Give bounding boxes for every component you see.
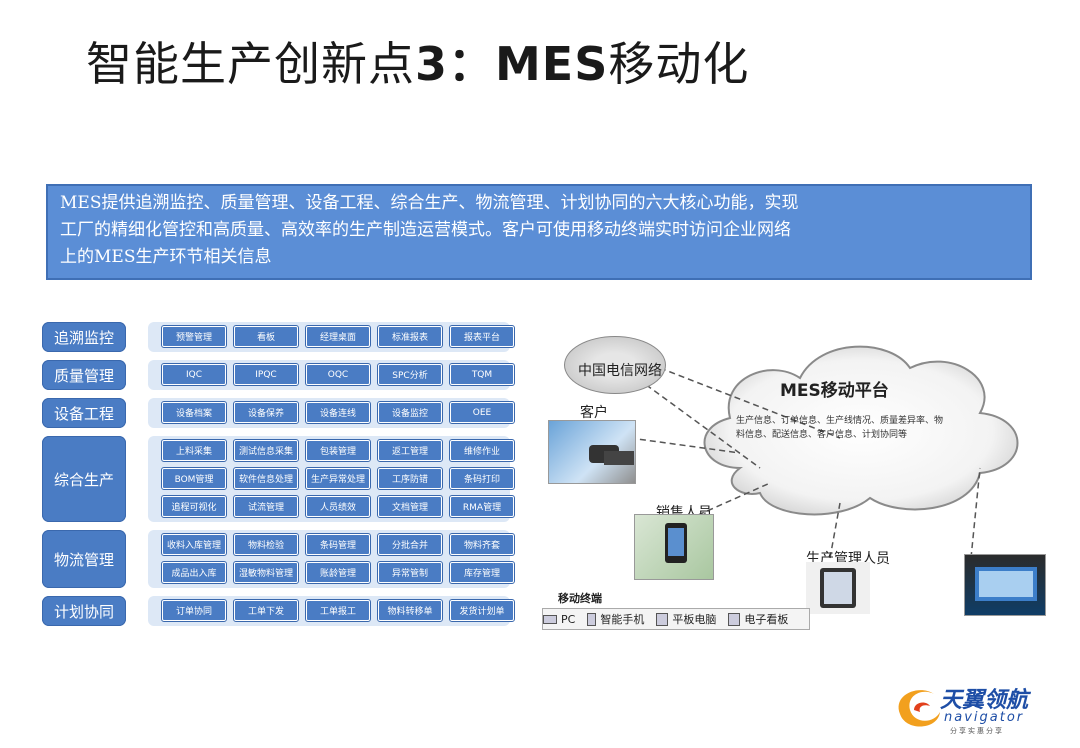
platform-title: MES移动平台	[780, 376, 889, 401]
logo-tag: 分享实惠分享	[950, 726, 1004, 736]
category-production: 综合生产	[42, 436, 126, 522]
module-item: 分批合并	[378, 534, 442, 555]
module-item: 异常管制	[378, 562, 442, 583]
category-planning: 计划协同	[42, 596, 126, 626]
module-item: 文档管理	[378, 496, 442, 517]
module-item: 测试信息采集	[234, 440, 298, 461]
module-item: 包装管理	[306, 440, 370, 461]
module-item: 维修作业	[450, 440, 514, 461]
phone-icon	[587, 613, 596, 626]
sales-photo	[634, 514, 714, 580]
module-item: 报表平台	[450, 326, 514, 347]
module-item: IQC	[162, 364, 226, 385]
description-line-1: MES提供追溯监控、质量管理、设备工程、综合生产、物流管理、计划协同的六大核心功…	[60, 190, 1018, 217]
module-item: 试流管理	[234, 496, 298, 517]
device-tablet: 平板电脑	[656, 611, 716, 627]
description-line-2: 工厂的精细化管控和高质量、高效率的生产制造运营模式。客户可使用移动终端实时访问企…	[60, 217, 1018, 244]
production-photo	[806, 562, 870, 614]
logo-sub: navigator	[944, 710, 1024, 725]
dashboard-photo	[964, 554, 1046, 616]
module-item: 预警管理	[162, 326, 226, 347]
module-item: 看板	[234, 326, 298, 347]
module-item: 人员绩效	[306, 496, 370, 517]
customer-photo	[548, 420, 636, 484]
page-title: 智能生产创新点3：MES移动化	[86, 28, 749, 94]
module-item: 工序防错	[378, 468, 442, 489]
customer-label: 客户	[580, 402, 608, 422]
mobile-diagram: 中国电信网络 MES移动平台 生产信息、订单信息、生产线情况、质量差异率、物料信…	[540, 318, 1070, 648]
module-item: TQM	[450, 364, 514, 385]
category-equipment: 设备工程	[42, 398, 126, 428]
module-item: 成品出入库	[162, 562, 226, 583]
category-logistics: 物流管理	[42, 530, 126, 588]
device-phone: 智能手机	[587, 611, 644, 627]
module-item: 订单协同	[162, 600, 226, 621]
description-box: MES提供追溯监控、质量管理、设备工程、综合生产、物流管理、计划协同的六大核心功…	[46, 184, 1032, 280]
module-item: 设备监控	[378, 402, 442, 423]
module-item: BOM管理	[162, 468, 226, 489]
module-item: 生产异常处理	[306, 468, 370, 489]
board-icon	[728, 613, 740, 626]
module-item: 上料采集	[162, 440, 226, 461]
module-item: OEE	[450, 402, 514, 423]
module-item: 设备连线	[306, 402, 370, 423]
module-item: 工单下发	[234, 600, 298, 621]
pc-icon	[543, 615, 557, 624]
module-item: 经理桌面	[306, 326, 370, 347]
module-item: 工单报工	[306, 600, 370, 621]
module-panel-trace: 预警管理看板经理桌面标准报表报表平台	[148, 322, 510, 352]
module-item: 标准报表	[378, 326, 442, 347]
module-item: 设备保养	[234, 402, 298, 423]
module-item: 库存管理	[450, 562, 514, 583]
module-item: 湿敏物料管理	[234, 562, 298, 583]
module-item: SPC分析	[378, 364, 442, 385]
module-item: 追程可视化	[162, 496, 226, 517]
device-bar: PC 智能手机 平板电脑 电子看板	[542, 608, 810, 630]
module-panel-logistics: 收料入库管理物料检验条码管理分批合并物料齐套成品出入库湿敏物料管理账龄管理异常管…	[148, 530, 510, 588]
module-item: 物料齐套	[450, 534, 514, 555]
module-item: 收料入库管理	[162, 534, 226, 555]
module-item: 发货计划单	[450, 600, 514, 621]
description-line-3: 上的MES生产环节相关信息	[60, 244, 1018, 271]
tablet-icon	[656, 613, 668, 626]
logo-swirl-icon	[890, 680, 946, 736]
platform-text: 生产信息、订单信息、生产线情况、质量差异率、物料信息、配送信息、客户信息、计划协…	[736, 414, 946, 442]
mobile-terminal-label: 移动终端	[556, 590, 604, 606]
module-item: 账龄管理	[306, 562, 370, 583]
company-logo: 天翼领航 navigator 分享实惠分享	[890, 680, 1060, 736]
module-item: 条码打印	[450, 468, 514, 489]
module-item: 软件信息处理	[234, 468, 298, 489]
module-item: IPQC	[234, 364, 298, 385]
module-item: 返工管理	[378, 440, 442, 461]
device-board: 电子看板	[728, 611, 788, 627]
module-panel-planning: 订单协同工单下发工单报工物料转移单发货计划单	[148, 596, 510, 626]
device-pc: PC	[543, 613, 575, 626]
module-item: 条码管理	[306, 534, 370, 555]
module-item: RMA管理	[450, 496, 514, 517]
module-item: 物料检验	[234, 534, 298, 555]
module-item: OQC	[306, 364, 370, 385]
network-label: 中国电信网络	[578, 360, 662, 380]
module-item: 设备档案	[162, 402, 226, 423]
category-trace: 追溯监控	[42, 322, 126, 352]
module-item: 物料转移单	[378, 600, 442, 621]
category-quality: 质量管理	[42, 360, 126, 390]
